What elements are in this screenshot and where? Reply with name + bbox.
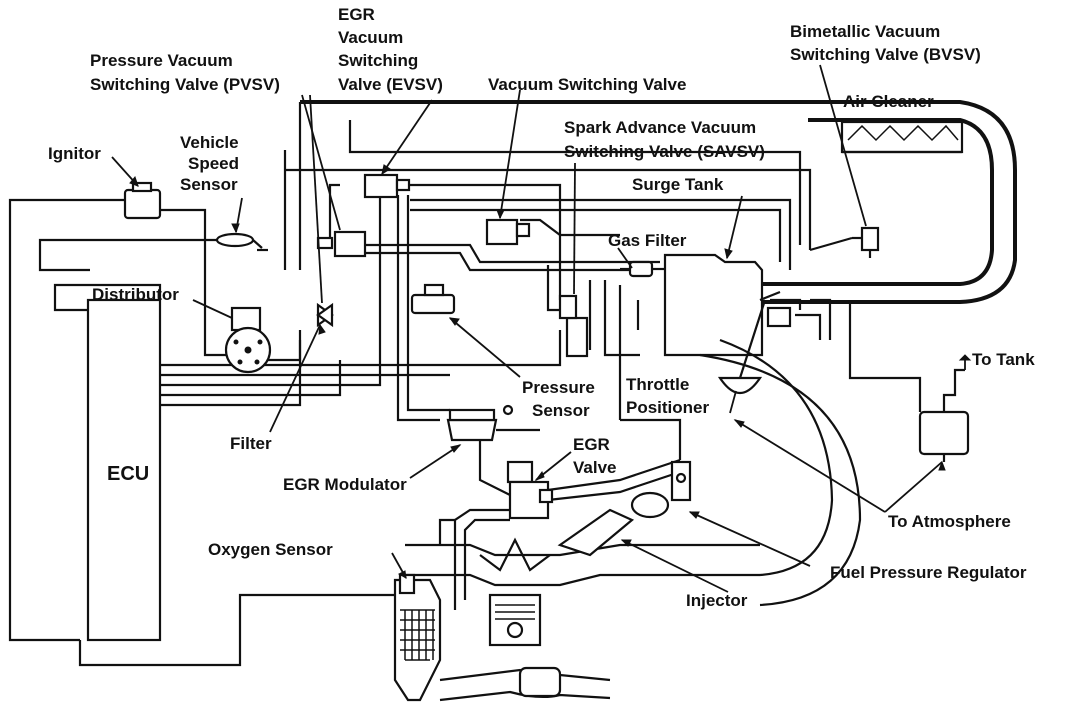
label-ignitor: Ignitor	[48, 144, 101, 163]
label-pressure-sensor-2: Sensor	[532, 401, 590, 420]
label-bvsv-2: Switching Valve (BVSV)	[790, 45, 981, 64]
label-to-tank: To Tank	[972, 350, 1035, 369]
label-injector: Injector	[686, 591, 748, 610]
label-vehicle-speed-sensor-2: Speed	[188, 154, 239, 173]
label-bvsv-1: Bimetallic Vacuum	[790, 22, 940, 41]
label-evsv-3: Switching	[338, 51, 418, 70]
label-ecu: ECU	[107, 463, 149, 485]
label-vehicle-speed-sensor-1: Vehicle	[180, 133, 239, 152]
vacuum-switching-valve	[485, 218, 531, 246]
label-evsv-4: Valve (EVSV)	[338, 75, 443, 94]
ecu	[86, 298, 162, 642]
label-savsv-2: Switching Valve (SAVSV)	[564, 142, 765, 161]
label-egr-valve-1: EGR	[573, 435, 610, 454]
gas-filter	[620, 260, 665, 278]
label-distributor: Distributor	[92, 285, 179, 304]
injector	[557, 491, 670, 557]
label-fuel-pressure-regulator: Fuel Pressure Regulator	[830, 563, 1027, 582]
label-filter: Filter	[230, 434, 272, 453]
label-pvsv-2: Switching Valve (PVSV)	[90, 75, 280, 94]
air-cleaner	[300, 100, 1017, 304]
label-pressure-sensor-1: Pressure	[522, 378, 595, 397]
label-throttle-positioner-2: Positioner	[626, 398, 710, 417]
fuel-pressure-regulator	[670, 460, 692, 502]
label-evsv-2: Vacuum	[338, 28, 403, 47]
label-pvsv-1: Pressure Vacuum	[90, 51, 233, 70]
label-to-atmosphere: To Atmosphere	[888, 512, 1011, 531]
egr-valve	[506, 460, 554, 520]
pvsv	[316, 230, 367, 258]
label-throttle-positioner-1: Throttle	[626, 375, 689, 394]
ignitor	[123, 181, 162, 220]
label-savsv-1: Spark Advance Vacuum	[564, 118, 756, 137]
egr-modulator	[446, 404, 514, 442]
oxygen-sensor	[393, 573, 611, 702]
labels: Ignitor Vehicle Speed Sensor Pressure Va…	[48, 5, 1035, 610]
vacuum-lines	[8, 102, 812, 667]
throttle-positioner	[717, 290, 781, 395]
distributor	[224, 306, 272, 374]
filter	[316, 302, 334, 328]
evsv	[363, 173, 411, 199]
label-egr-modulator: EGR Modulator	[283, 475, 407, 494]
label-vacuum-switching-valve: Vacuum Switching Valve	[488, 75, 686, 94]
surge-tank	[405, 253, 862, 607]
vehicle-speed-sensor	[215, 232, 268, 252]
label-surge-tank: Surge Tank	[632, 175, 724, 194]
savsv	[558, 294, 589, 358]
leader-lines	[111, 64, 972, 593]
label-oxygen-sensor: Oxygen Sensor	[208, 540, 333, 559]
label-air-cleaner: Air Cleaner	[843, 92, 934, 111]
label-egr-valve-2: Valve	[573, 458, 617, 477]
pressure-sensor	[410, 283, 456, 315]
bvsv	[809, 226, 880, 258]
label-gas-filter: Gas Filter	[608, 231, 687, 250]
charcoal-canister	[848, 300, 970, 462]
engine-cylinder	[479, 537, 551, 647]
label-evsv-1: EGR	[338, 5, 375, 24]
label-vehicle-speed-sensor-3: Sensor	[180, 175, 238, 194]
